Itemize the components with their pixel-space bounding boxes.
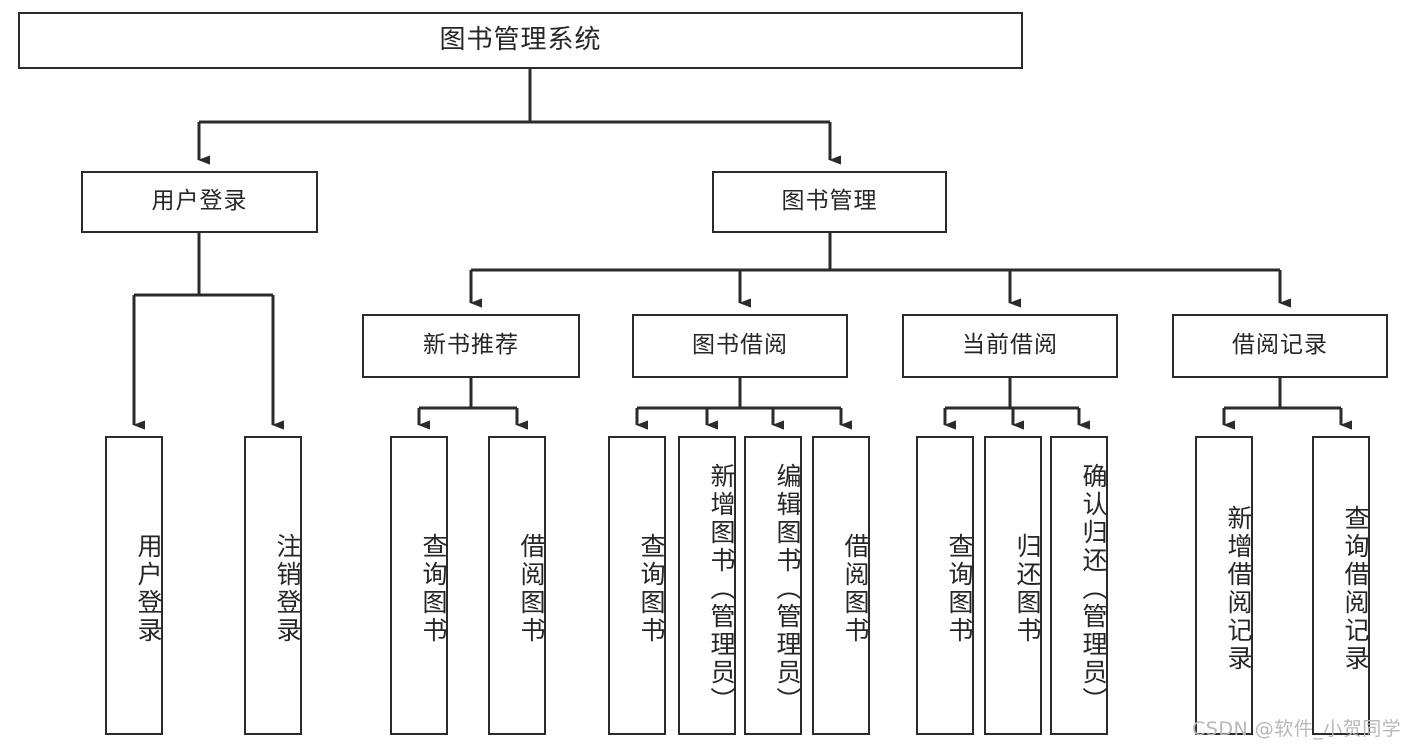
node-book-management[interactable]: 图书管理 [712, 171, 947, 233]
node-book-borrow-label: 图书借阅 [692, 332, 788, 359]
leaf-newbook-query-book[interactable]: 查询图书 [390, 436, 448, 735]
leaf-borrow-add-book-admin-label: 新增图书（管理员） [707, 462, 736, 715]
node-borrow-records[interactable]: 借阅记录 [1172, 314, 1388, 378]
leaf-newbook-borrow-book-label: 借阅图书 [517, 532, 546, 645]
leaf-current-confirm-return-admin[interactable]: 确认归还（管理员） [1050, 436, 1108, 735]
leaf-current-query-book[interactable]: 查询图书 [916, 436, 974, 735]
leaf-current-query-book-label: 查询图书 [945, 532, 974, 645]
leaf-records-add-record[interactable]: 新增借阅记录 [1195, 436, 1253, 735]
leaf-current-return-book[interactable]: 归还图书 [984, 436, 1042, 735]
node-user-login-label: 用户登录 [151, 188, 248, 215]
node-book-borrow[interactable]: 图书借阅 [632, 314, 848, 378]
leaf-user-login-label: 用户登录 [134, 532, 163, 645]
leaf-records-query-record[interactable]: 查询借阅记录 [1312, 436, 1370, 735]
leaf-borrow-borrow-book-label: 借阅图书 [841, 532, 870, 645]
leaf-borrow-edit-book-admin[interactable]: 编辑图书（管理员） [744, 436, 802, 735]
leaf-logout[interactable]: 注销登录 [244, 436, 302, 735]
node-root[interactable]: 图书管理系统 [18, 12, 1023, 69]
leaf-newbook-borrow-book[interactable]: 借阅图书 [488, 436, 546, 735]
leaf-current-confirm-return-admin-label: 确认归还（管理员） [1079, 462, 1108, 715]
leaf-borrow-add-book-admin[interactable]: 新增图书（管理员） [678, 436, 736, 735]
leaf-logout-label: 注销登录 [273, 532, 302, 645]
leaf-records-query-record-label: 查询借阅记录 [1341, 504, 1370, 673]
leaf-user-login[interactable]: 用户登录 [105, 436, 163, 735]
watermark: CSDN @软件_小贺同学 [1192, 718, 1402, 740]
leaf-borrow-query-book-label: 查询图书 [637, 532, 666, 645]
node-new-book-recommend[interactable]: 新书推荐 [362, 314, 580, 378]
leaf-records-add-record-label: 新增借阅记录 [1224, 504, 1253, 673]
node-new-book-recommend-label: 新书推荐 [423, 332, 519, 359]
leaf-current-return-book-label: 归还图书 [1013, 532, 1042, 645]
node-user-login[interactable]: 用户登录 [81, 171, 318, 233]
leaf-borrow-query-book[interactable]: 查询图书 [608, 436, 666, 735]
leaf-borrow-borrow-book[interactable]: 借阅图书 [812, 436, 870, 735]
node-current-borrow-label: 当前借阅 [962, 332, 1058, 359]
leaf-newbook-query-book-label: 查询图书 [419, 532, 448, 645]
node-book-management-label: 图书管理 [781, 188, 878, 215]
node-borrow-records-label: 借阅记录 [1232, 332, 1328, 359]
node-current-borrow[interactable]: 当前借阅 [902, 314, 1118, 378]
node-root-label: 图书管理系统 [439, 25, 602, 56]
leaf-borrow-edit-book-admin-label: 编辑图书（管理员） [773, 462, 802, 715]
